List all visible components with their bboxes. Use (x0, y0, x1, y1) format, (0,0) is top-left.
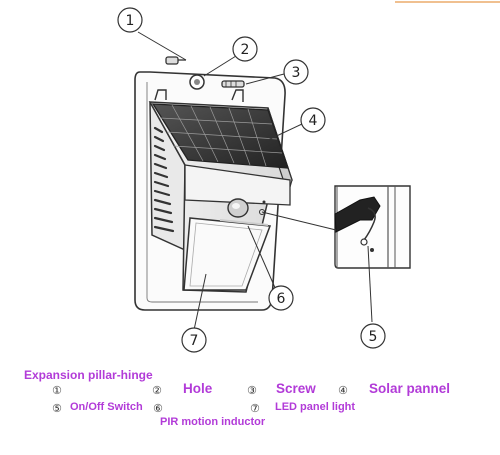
side-vents (153, 126, 175, 233)
callout-7: 7 (181, 327, 207, 353)
screw-part (221, 80, 245, 88)
hole-part (189, 74, 205, 90)
pir-sensor (227, 198, 249, 218)
svg-text:1: 1 (126, 13, 135, 29)
switch-dot (259, 209, 265, 215)
legend-num-3: ③ (247, 384, 257, 397)
legend-num-5: ⑤ (52, 402, 62, 415)
legend-num-4: ④ (338, 384, 348, 397)
legend-label-2: Hole (183, 381, 213, 396)
leader-lines (137, 31, 373, 331)
legend-num-6: ⑥ (153, 402, 163, 415)
callout-2: 2 (232, 36, 258, 62)
svg-text:2: 2 (241, 42, 250, 58)
legend-label-3: Screw (276, 381, 316, 396)
svg-text:5: 5 (369, 329, 378, 345)
legend-num-1: ① (52, 384, 62, 397)
led-panel (183, 217, 272, 291)
legend-title: Expansion pillar-hinge (24, 368, 153, 382)
svg-text:3: 3 (292, 65, 301, 81)
svg-text:6: 6 (277, 291, 286, 307)
switch-indicator (262, 200, 266, 204)
legend: Expansion pillar-hinge ① ② Hole ③ Screw … (0, 360, 500, 455)
switch-detail-view (334, 185, 411, 269)
hook-tab-right (231, 89, 244, 102)
callout-1: 1 (117, 7, 143, 33)
hook-tab-left (154, 89, 167, 101)
product-diagram: 1 2 3 4 5 6 7 (117, 1, 500, 353)
legend-label-6: PIR motion inductor (160, 416, 266, 428)
legend-label-4: Solar pannel (369, 381, 451, 396)
legend-num-2: ② (152, 384, 162, 397)
svg-text:4: 4 (309, 113, 318, 129)
callout-4: 4 (300, 107, 326, 133)
expansion-pillar-part (165, 56, 186, 65)
legend-label-7: LED panel light (275, 401, 356, 413)
legend-num-7: ⑦ (250, 402, 260, 415)
svg-text:7: 7 (190, 333, 199, 349)
callout-6: 6 (268, 285, 294, 311)
legend-label-5: On/Off Switch (70, 401, 143, 413)
solar-panel (151, 103, 289, 169)
callout-5: 5 (360, 323, 386, 349)
callout-3: 3 (283, 59, 309, 85)
